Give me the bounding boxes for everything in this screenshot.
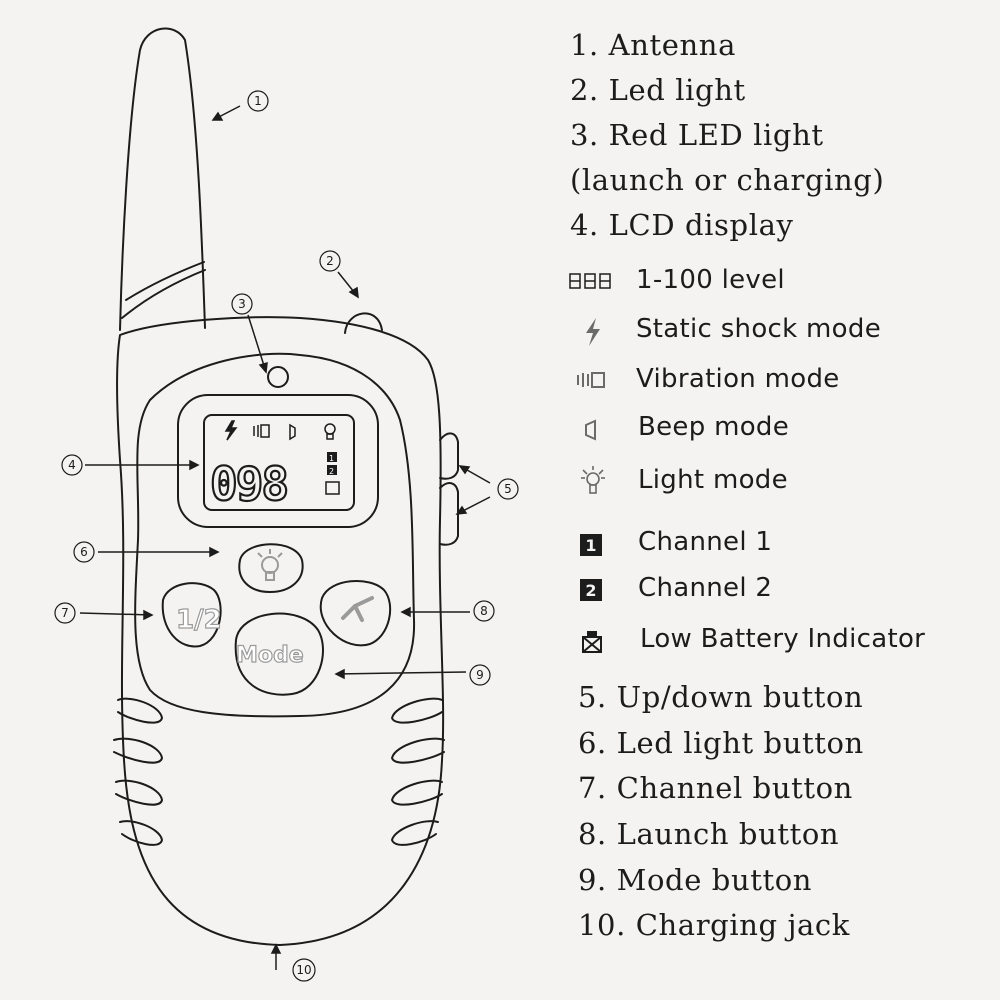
lcd-frame [177, 394, 379, 528]
red-led [267, 366, 289, 388]
callout-1: 1 [247, 90, 269, 112]
svg-text:3: 3 [238, 297, 246, 311]
y-glyph [341, 596, 374, 622]
channel-button-label: 1/2 [176, 605, 222, 635]
lcd-vibration-icon [253, 424, 270, 438]
down-button[interactable] [439, 482, 459, 546]
grip-ridges-left [113, 697, 163, 846]
antenna [119, 27, 206, 331]
callout-5: 5 [497, 478, 519, 500]
light-button[interactable] [238, 543, 304, 593]
svg-text:1: 1 [254, 94, 262, 108]
callout-6: 6 [73, 541, 95, 563]
remote-body [116, 316, 445, 946]
callout-9: 9 [469, 664, 491, 686]
face-panel [134, 352, 416, 718]
mode-button[interactable] [234, 612, 324, 696]
callout-arrows [79, 105, 491, 970]
callout-2: 2 [319, 250, 341, 272]
lcd-speaker-icon [289, 423, 296, 441]
bulb-glyph [257, 549, 283, 581]
led-light [344, 312, 383, 334]
grip-ridges-right [391, 697, 445, 846]
callout-markers: 1 2 3 4 5 6 7 8 9 10 [54, 90, 519, 982]
svg-text:4: 4 [68, 458, 76, 472]
up-button[interactable] [439, 432, 459, 480]
svg-text:8: 8 [480, 604, 488, 618]
lcd-channel-indicators: 1 2 [325, 452, 340, 495]
mode-button-label: Mode [236, 643, 304, 668]
callout-10: 10 [292, 958, 316, 982]
svg-text:2: 2 [329, 467, 334, 476]
svg-text:10: 10 [296, 963, 311, 977]
svg-text:7: 7 [61, 606, 69, 620]
svg-text:6: 6 [80, 545, 88, 559]
svg-text:1: 1 [329, 454, 334, 463]
svg-text:9: 9 [476, 668, 484, 682]
callout-4: 4 [61, 454, 83, 476]
lcd-value: 098 [210, 457, 287, 511]
svg-text:5: 5 [504, 482, 512, 496]
lcd-icon-row [224, 420, 336, 441]
callout-8: 8 [473, 600, 495, 622]
svg-text:2: 2 [326, 254, 334, 268]
callout-7: 7 [54, 602, 76, 624]
lcd-screen [203, 414, 355, 511]
lcd-lightning-icon [224, 420, 238, 441]
callout-3: 3 [231, 293, 253, 315]
launch-button[interactable] [319, 580, 392, 647]
channel-button[interactable] [161, 582, 222, 648]
lcd-bulb-icon [324, 423, 336, 440]
